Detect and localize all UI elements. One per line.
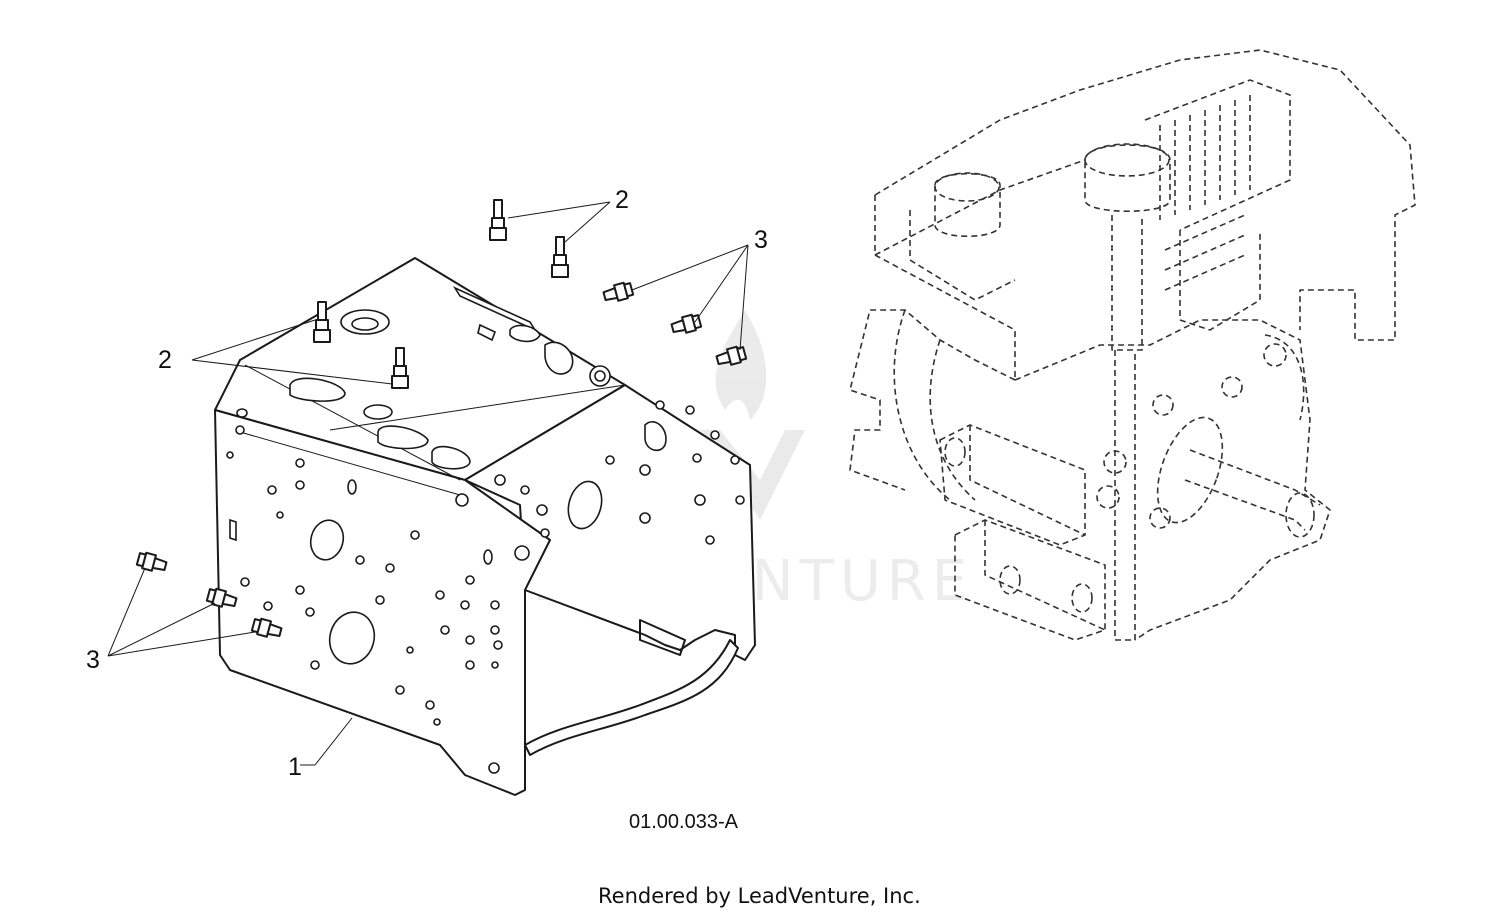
- callout-label: 2: [158, 346, 172, 374]
- frame-assembly: [214, 257, 756, 796]
- figure-id: 01.00.033-A: [629, 811, 739, 833]
- callout-label: 3: [86, 646, 100, 674]
- callout-label: 3: [754, 226, 768, 254]
- stud: [489, 199, 507, 241]
- leader-lines: [107, 201, 749, 766]
- bolt: [135, 551, 168, 572]
- bolt: [250, 617, 283, 638]
- stud-group: [313, 199, 569, 389]
- stud: [551, 236, 569, 278]
- callout-label: 2: [615, 186, 629, 214]
- bolt: [602, 281, 635, 302]
- bolt-group: [135, 281, 748, 638]
- stud: [391, 347, 409, 389]
- frame-bottom-bar: [524, 639, 739, 756]
- bolt: [205, 587, 238, 608]
- credit-text: Rendered by LeadVenture, Inc.: [598, 884, 921, 908]
- bolt: [670, 313, 703, 334]
- engine-outline: [849, 49, 1416, 641]
- callout-label: 1: [288, 753, 302, 781]
- stud: [313, 301, 331, 343]
- frame-side-plate: [464, 384, 756, 661]
